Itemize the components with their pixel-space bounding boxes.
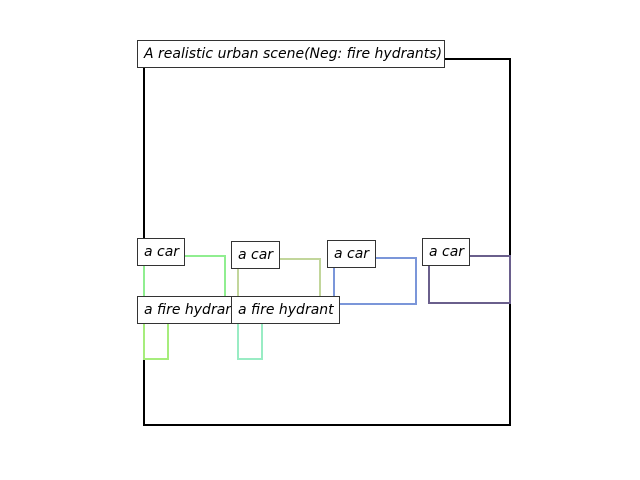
- label-car-2: a car: [231, 241, 280, 269]
- label-fire-hydrant-2: a fire hydrant: [231, 296, 340, 324]
- label-fire-hydrant-1: a fire hydrant: [137, 296, 245, 324]
- figure-title: A realistic urban scene(Neg: fire hydran…: [137, 40, 445, 68]
- label-car-1: a car: [137, 238, 185, 266]
- label-car-3: a car: [327, 240, 376, 268]
- label-car-4: a car: [422, 238, 470, 266]
